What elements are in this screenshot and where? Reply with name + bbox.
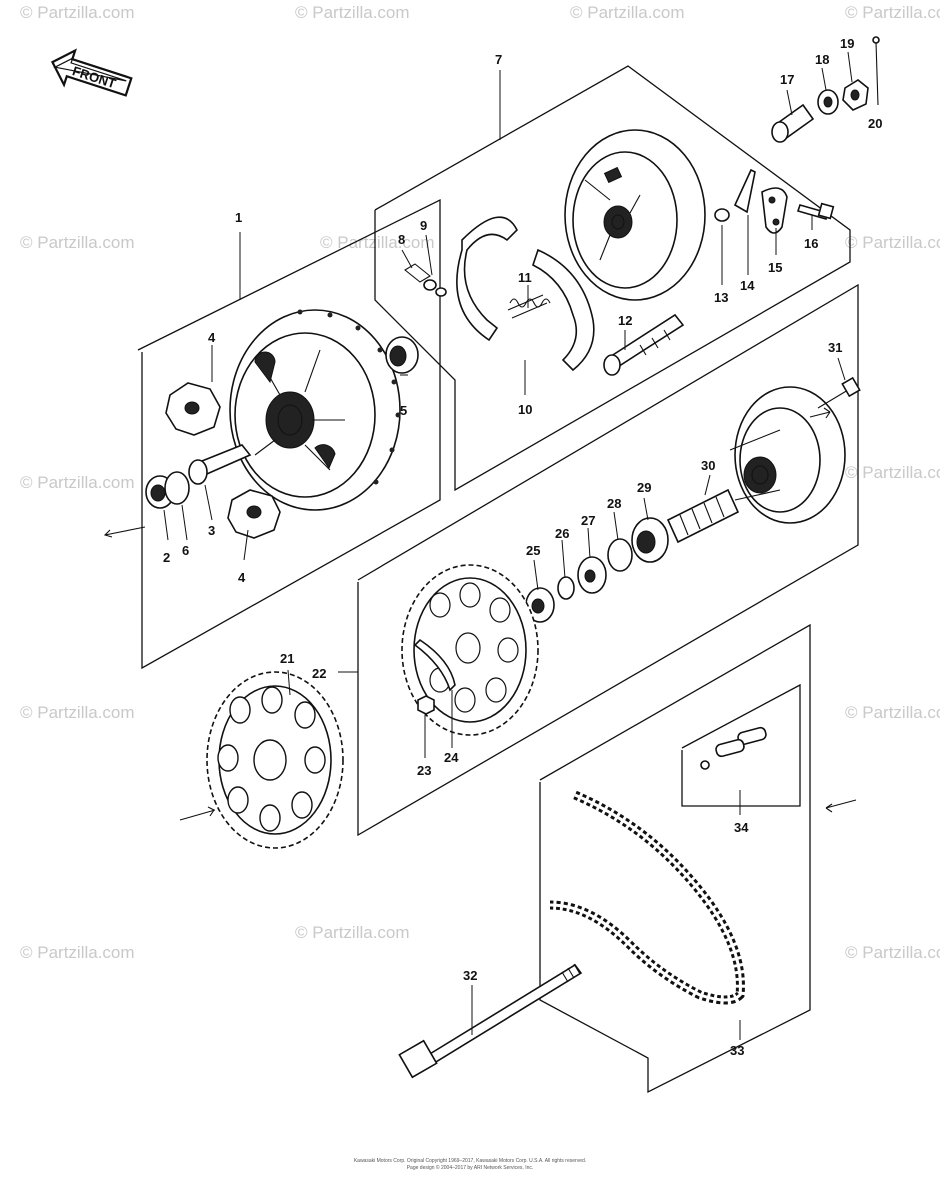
coupling-frame [357, 283, 859, 837]
callout-11: 11 [518, 270, 532, 285]
coupling-bearing [631, 517, 669, 563]
callout-25: 25 [526, 543, 540, 558]
axle-collar [188, 444, 252, 485]
callout-6: 6 [182, 543, 189, 558]
watermark: © Partzilla.com [20, 473, 135, 492]
watermark: © Partzilla.com [845, 463, 940, 482]
chain-frame [539, 623, 811, 1094]
callout-21: 21 [280, 651, 294, 666]
watermark: © Partzilla.com [20, 943, 135, 962]
callout-27: 27 [581, 513, 595, 528]
coupling-collar [607, 538, 633, 572]
callout-1: 1 [235, 210, 242, 225]
axle-sleeve [771, 103, 815, 143]
damper-rubber-upper [165, 382, 221, 436]
drive-chain [549, 790, 745, 1005]
callout-labels: 1 2 3 4 4 5 6 7 8 9 10 11 12 13 14 15 16… [163, 36, 882, 1058]
callout-4: 4 [208, 330, 216, 345]
nut-cotter-pin [872, 36, 880, 106]
callout-24: 24 [444, 750, 459, 765]
watermark: © Partzilla.com [845, 703, 940, 722]
callout-28: 28 [607, 496, 621, 511]
threaded-sleeve [666, 488, 740, 544]
cotter-pin [404, 263, 431, 283]
callout-13: 13 [714, 290, 728, 305]
callout-10: 10 [518, 402, 532, 417]
cam-washer [714, 208, 730, 222]
watermark: © Partzilla.com [845, 3, 940, 22]
damper-rubber-lower [227, 489, 281, 539]
brake-camshaft [603, 313, 685, 376]
hub-bearing [385, 336, 419, 374]
callout-3: 3 [208, 523, 215, 538]
callout-26: 26 [555, 526, 569, 541]
joint-frame [681, 683, 801, 807]
brake-lever [761, 187, 788, 234]
lock-plate [413, 638, 456, 692]
brake-panel-frame [374, 65, 851, 492]
watermark: © Partzilla.com [320, 233, 435, 252]
lever-bolt [796, 202, 835, 220]
assembly-frames [137, 65, 859, 1094]
callout-32: 32 [463, 968, 477, 983]
watermark: © Partzilla.com [845, 233, 940, 252]
leader-lines [163, 51, 853, 1040]
return-spring [509, 298, 551, 308]
callout-23: 23 [417, 763, 431, 778]
axle-washer [817, 89, 839, 115]
callout-18: 18 [815, 52, 829, 67]
sprocket-coupling [729, 386, 846, 524]
callout-2: 2 [163, 550, 170, 565]
callout-30: 30 [701, 458, 715, 473]
callout-16: 16 [804, 236, 818, 251]
callout-5: 5 [400, 403, 407, 418]
pin-washer [423, 279, 447, 297]
wear-indicator [733, 168, 756, 214]
copyright-footer: Kawasaki Motors Corp. Original Copyright… [0, 1158, 940, 1172]
callout-4: 4 [238, 570, 246, 585]
coupling-washer [557, 576, 575, 600]
axle-nut [842, 79, 869, 111]
hub-assembly-frame [137, 198, 441, 670]
callout-17: 17 [780, 72, 794, 87]
coupling-seal [525, 587, 555, 623]
front-arrow-icon: FRONT [50, 48, 133, 97]
brake-panel [564, 129, 706, 301]
axis-arrows [103, 407, 857, 821]
watermark: © Partzilla.com [295, 923, 410, 942]
callout-20: 20 [868, 116, 882, 131]
watermark: © Partzilla.com [20, 3, 135, 22]
callout-22: 22 [312, 666, 326, 681]
coupling-stud [817, 376, 861, 409]
rear-sprocket-assembly [401, 564, 539, 736]
watermarks: © Partzilla.com © Partzilla.com © Partzi… [20, 3, 940, 962]
watermark: © Partzilla.com [20, 703, 135, 722]
callout-29: 29 [637, 480, 651, 495]
watermark: © Partzilla.com [845, 943, 940, 962]
callout-7: 7 [495, 52, 502, 67]
footer-line-2: Page design © 2004–2017 by ARI Network S… [406, 1165, 534, 1171]
callout-15: 15 [768, 260, 782, 275]
chain-joint [700, 726, 767, 770]
rear-hub-drum [229, 309, 401, 511]
drive-sprocket [206, 671, 344, 849]
watermark: © Partzilla.com [295, 3, 410, 22]
callout-8: 8 [398, 232, 405, 247]
brake-shoes [456, 216, 595, 372]
watermark: © Partzilla.com [20, 233, 135, 252]
callout-14: 14 [740, 278, 755, 293]
rear-axle [398, 963, 583, 1079]
callout-12: 12 [618, 313, 632, 328]
coupling-spacer [577, 556, 607, 594]
callout-34: 34 [734, 820, 749, 835]
footer-line-1: Kawasaki Motors Corp. Original Copyright… [353, 1158, 587, 1164]
callout-19: 19 [840, 36, 854, 51]
callout-9: 9 [420, 218, 427, 233]
callout-33: 33 [730, 1043, 744, 1058]
callout-31: 31 [828, 340, 842, 355]
sprocket-nut [417, 695, 435, 715]
watermark: © Partzilla.com [570, 3, 685, 22]
oil-seal [164, 471, 190, 505]
